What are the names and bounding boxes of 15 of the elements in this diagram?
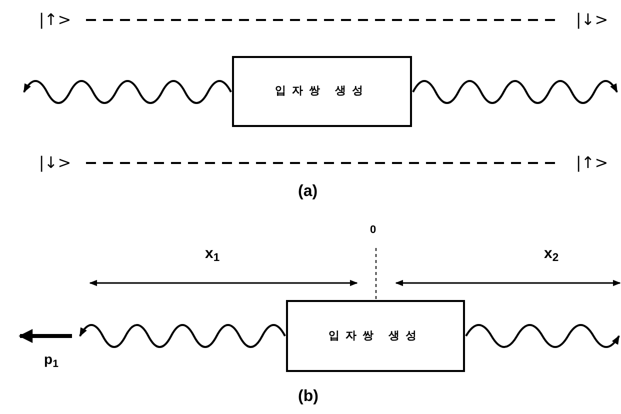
diagram-label: (a): [298, 182, 318, 202]
wavy-arrow: [79, 324, 286, 348]
spin-state: |↓>: [30, 151, 80, 175]
diagram-label: 0: [370, 223, 376, 238]
spin-state: |↓>: [567, 8, 617, 32]
diagram-label: (b): [298, 387, 318, 407]
spin-state: |↑>: [567, 151, 617, 175]
diagram-label: x$_{1}$: [205, 244, 220, 266]
wavy-arrow: [412, 80, 618, 104]
wavy-arrow: [465, 324, 620, 348]
process-box: 입자쌍 생성: [286, 300, 465, 372]
process-box: 입자쌍 생성: [232, 56, 412, 127]
diagram-label: x$_{2}$: [544, 244, 559, 266]
diagram-label: p$_{1}$: [44, 350, 58, 370]
spin-state: |↑>: [30, 8, 80, 32]
